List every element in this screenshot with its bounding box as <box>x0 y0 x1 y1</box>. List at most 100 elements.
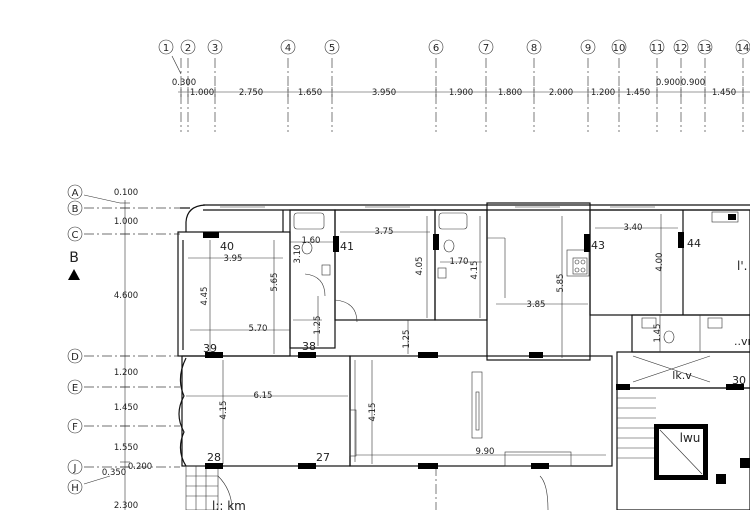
svg-text:D: D <box>71 352 79 363</box>
grid-bubble-14: 14 <box>735 39 750 55</box>
svg-text:1: 1 <box>163 43 169 54</box>
svg-text:10: 10 <box>613 43 626 54</box>
room-dimensions: 3.95 4.45 5.65 5.70 1.60 3.10 3.75 4.05 … <box>200 223 665 457</box>
dim-top-1450: 1.450 <box>626 88 650 98</box>
section-mark: B <box>68 250 80 280</box>
room-number-28: 28 <box>207 451 221 464</box>
grid-bubble-11: 11 <box>649 39 665 55</box>
svg-text:8: 8 <box>531 43 537 54</box>
svg-text:5: 5 <box>329 43 335 54</box>
svg-text:1.25: 1.25 <box>402 330 412 349</box>
walls <box>177 202 750 510</box>
svg-text:11: 11 <box>651 43 664 54</box>
dim-left-1450: 1.450 <box>114 403 138 413</box>
grid-bubble-6: 6 <box>428 39 444 55</box>
grid-bubble-F: F <box>67 418 83 434</box>
svg-text:3.75: 3.75 <box>375 227 394 237</box>
svg-text:B: B <box>72 204 79 215</box>
dim-left-1200: 1.200 <box>114 368 138 378</box>
grid-bubble-5: 5 <box>324 39 340 55</box>
dim-top-3950: 3.950 <box>372 88 396 98</box>
grid-bubble-10: 10 <box>611 39 627 55</box>
dim-top-1650: 1.650 <box>298 88 322 98</box>
grid-bubble-A: A <box>67 184 83 200</box>
dim-top-0300: 0.300 <box>172 78 196 88</box>
grid-bubble-9: 9 <box>580 39 596 55</box>
svg-text:3.95: 3.95 <box>224 254 243 264</box>
svg-text:5.65: 5.65 <box>270 273 280 292</box>
svg-text:1.45: 1.45 <box>653 324 663 343</box>
dim-top-1900: 1.900 <box>449 88 473 98</box>
grid-bubble-4: 4 <box>280 39 296 55</box>
dim-left-0350: 0.350 <box>102 468 126 478</box>
svg-text:4.15: 4.15 <box>470 261 480 280</box>
svg-text:3: 3 <box>212 43 218 54</box>
svg-text:9.90: 9.90 <box>476 447 495 457</box>
grid-bubble-E: E <box>67 379 83 395</box>
dim-top-1200: 1.200 <box>591 88 615 98</box>
dim-top-1000: 1.000 <box>190 88 214 98</box>
svg-text:5.70: 5.70 <box>249 324 268 334</box>
dim-top-0900b: 0.900 <box>681 78 705 88</box>
dim-top-2750: 2.750 <box>239 88 263 98</box>
svg-text:lk.v: lk.v <box>672 369 692 382</box>
svg-text:3.10: 3.10 <box>293 245 303 264</box>
svg-text:4.05: 4.05 <box>415 257 425 276</box>
svg-text:4.15: 4.15 <box>368 403 378 422</box>
svg-text:C: C <box>72 230 79 241</box>
grid-bubble-8: 8 <box>526 39 542 55</box>
svg-text:l'.: l'. <box>737 259 747 273</box>
label-fragments: lk.v lwu ..vm l'. l:: km <box>212 259 750 510</box>
left-grid-bubbles: A B C D E F J H <box>67 184 83 495</box>
grid-bubble-2: 2 <box>180 39 196 55</box>
svg-text:3.85: 3.85 <box>527 300 546 310</box>
svg-text:4.00: 4.00 <box>655 253 665 272</box>
grid-bubble-J: J <box>67 459 83 475</box>
svg-text:13: 13 <box>699 43 712 54</box>
dim-top-1800: 1.800 <box>498 88 522 98</box>
svg-text:1.60: 1.60 <box>302 236 321 246</box>
svg-text:H: H <box>71 483 79 494</box>
room-number-30: 30 <box>732 374 746 387</box>
grid-bubble-13: 13 <box>697 39 713 55</box>
dim-top-2000: 2.000 <box>549 88 573 98</box>
dim-left-4600: 4.600 <box>114 291 138 301</box>
grid-bubble-3: 3 <box>207 39 223 55</box>
room-number-43: 43 <box>591 239 605 252</box>
svg-text:14: 14 <box>737 43 750 54</box>
svg-text:1.70: 1.70 <box>450 257 469 267</box>
svg-text:5.85: 5.85 <box>556 274 566 293</box>
svg-text:B: B <box>69 250 79 266</box>
svg-text:3.40: 3.40 <box>624 223 643 233</box>
svg-text:6.15: 6.15 <box>254 391 273 401</box>
top-dimension-chain: 0.300 1.000 2.750 1.650 3.950 1.900 1.80… <box>172 78 750 98</box>
grid-bubble-C: C <box>67 226 83 242</box>
room-number-39: 39 <box>203 342 217 355</box>
room-number-40: 40 <box>220 240 234 253</box>
svg-text:..vm: ..vm <box>734 335 750 348</box>
room-number-44: 44 <box>687 237 701 250</box>
dim-left-2300: 2.300 <box>114 501 138 510</box>
grid-bubble-B: B <box>67 200 83 216</box>
svg-text:7: 7 <box>483 43 489 54</box>
grid-bubble-7: 7 <box>478 39 494 55</box>
left-dimension-chain: 0.100 1.000 4.600 1.200 1.450 1.550 0.35… <box>102 188 152 510</box>
svg-text:2: 2 <box>185 43 191 54</box>
grid-bubble-D: D <box>67 348 83 364</box>
room-numbers: 40 41 43 44 39 38 30 28 27 <box>203 237 746 464</box>
svg-text:E: E <box>72 383 78 394</box>
dim-top-1450b: 1.450 <box>712 88 736 98</box>
svg-text:4: 4 <box>285 43 291 54</box>
top-grid-bubbles: 1 2 3 4 5 6 7 8 9 10 11 12 13 14 <box>158 39 750 55</box>
dim-left-1550: 1.550 <box>114 443 138 453</box>
room-number-41: 41 <box>340 240 354 253</box>
svg-text:4.15: 4.15 <box>219 401 229 420</box>
svg-text:9: 9 <box>585 43 591 54</box>
dim-top-0900a: 0.900 <box>656 78 680 88</box>
dim-left-0200: 0.200 <box>128 462 152 472</box>
grid-bubble-1: 1 <box>158 39 174 55</box>
room-number-38: 38 <box>302 340 316 353</box>
svg-text:12: 12 <box>675 43 688 54</box>
left-grid-axes <box>83 194 190 485</box>
